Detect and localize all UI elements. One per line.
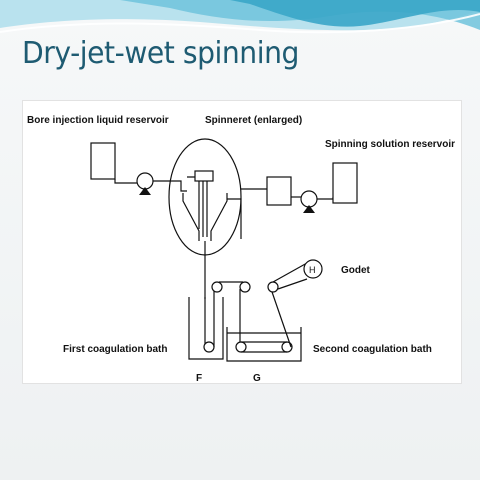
wave-highlight [0,13,480,34]
spinneret-enlarged-outline [168,138,242,256]
bore-liquid-reservoir [90,142,116,180]
label-solution-reservoir: Spinning solution reservoir [325,139,455,150]
guide-roller-f [203,341,215,353]
solution-filter-box [266,176,292,206]
label-spinneret: Spinneret (enlarged) [205,115,302,126]
second-coagulation-bath [226,327,302,362]
spinneret-outer-right [210,193,228,241]
label-second-bath: Second coagulation bath [313,344,432,355]
wave-front [230,0,480,27]
label-godet: Godet [341,265,371,276]
solution-pump-base [303,205,315,213]
godet-symbol: H [309,265,316,275]
guide-roller-top-g1 [239,281,251,293]
bore-pump-base [139,187,151,195]
bore-pump [136,172,154,190]
bore-feed-line [114,179,137,184]
spinning-solution-reservoir [332,162,358,204]
fiber-to-godet-lower [277,278,308,290]
godet-roller [303,259,323,279]
guide-roller-top-g2 [267,281,279,293]
solution-line-to-reservoir [317,197,334,200]
guide-roller-top-f [211,281,223,293]
fiber-to-godet-upper [272,262,308,283]
header-wave-decoration [0,0,480,34]
label-bath-f: F [196,373,202,384]
slide-title: Dry-jet-wet spinning [22,36,299,71]
guide-roller-g-left [235,341,247,353]
label-first-bath: First coagulation bath [63,344,167,355]
spinneret-bore-tube [187,176,200,229]
dry-jet-wet-spinning-diagram: Bore injection liquid reservoir Spinnere… [22,100,462,384]
label-bore-reservoir: Bore injection liquid reservoir [27,115,169,126]
bore-line-to-spinneret [153,180,187,192]
spinneret-cap [194,170,214,182]
spinneret-outer-left [182,193,200,241]
fiber-up-g [270,288,292,348]
first-coagulation-bath [188,297,224,360]
label-bath-g: G [253,373,261,384]
spinneret-solution-inlet [227,198,242,239]
solution-pump [300,190,318,208]
